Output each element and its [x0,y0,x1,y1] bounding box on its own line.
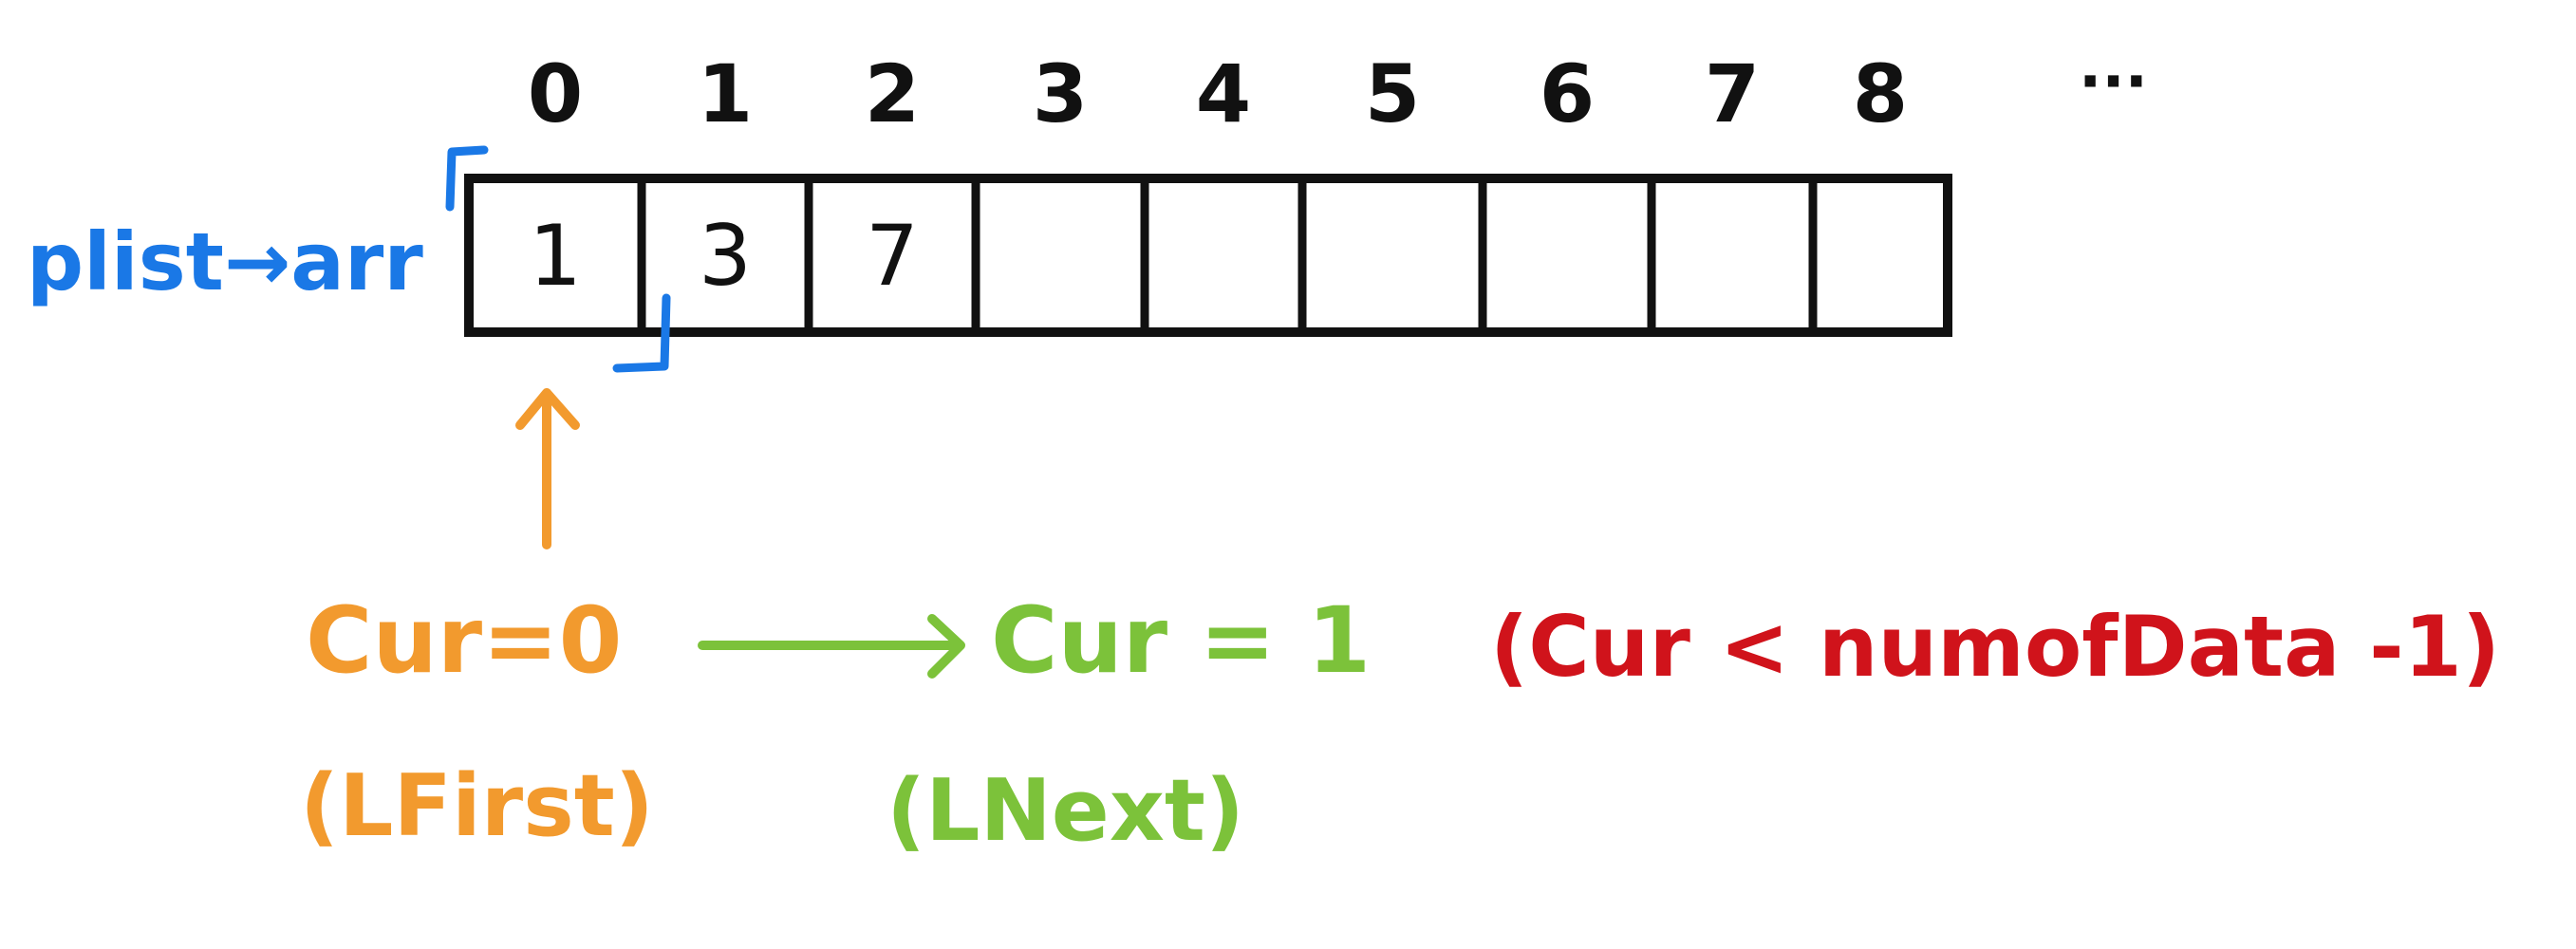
array-cell-value: 7 [866,207,919,305]
index-ellipsis: ··· [2079,47,2148,118]
index-label: 8 [1853,47,1908,140]
index-label: 0 [528,47,583,140]
cursor-first-expr: Cur=0 [306,587,622,694]
index-label: 4 [1196,47,1251,140]
index-label: 3 [1033,47,1088,140]
cursor-first-fn: (LFirst) [300,756,654,856]
cursor-arrow-up [515,388,580,549]
array-cell-value: 1 [529,207,582,305]
index-label: 6 [1540,47,1595,140]
pointer-label: plist→arr [27,215,423,308]
cursor-next-expr: Cur = 1 [991,587,1371,694]
index-label: 2 [865,47,920,140]
index-label: 7 [1705,47,1760,140]
loop-condition: (Cur < numofData -1) [1490,598,2500,696]
array-cell-value: 3 [699,207,752,305]
array-box: 1 3 7 [464,174,1952,337]
bracket-bottom-right [612,293,671,373]
bracket-top-left [445,145,489,212]
cursor-next-fn: (LNext) [887,761,1244,861]
transition-arrow [698,614,965,679]
index-label: 5 [1365,47,1420,140]
index-label: 1 [698,47,753,140]
array-outline [464,174,1952,337]
